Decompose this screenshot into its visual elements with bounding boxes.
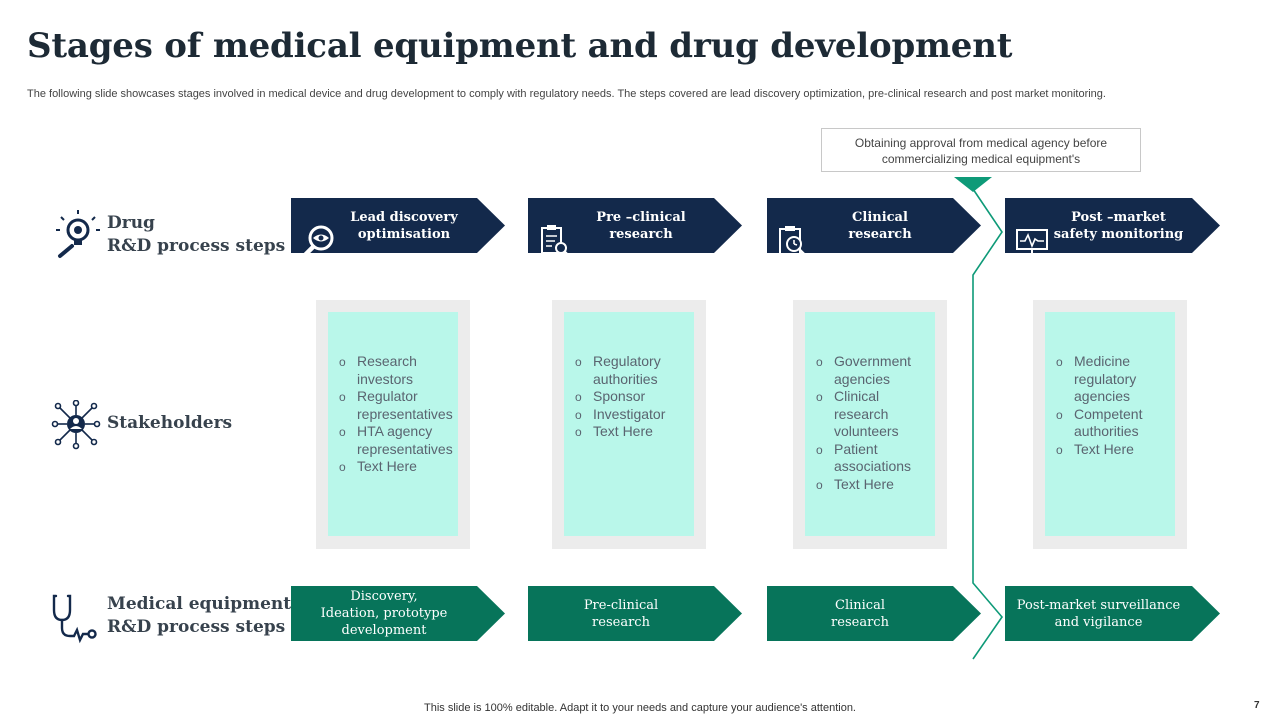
callout-pointer bbox=[954, 177, 992, 192]
list-item: HTA agency representatives bbox=[339, 423, 469, 458]
approval-divider-line bbox=[972, 188, 1004, 660]
slide-title: Stages of medical equipment and drug dev… bbox=[27, 26, 1013, 66]
slide-footer: This slide is 100% editable. Adapt it to… bbox=[424, 702, 856, 714]
list-item: Sponsor bbox=[575, 388, 690, 406]
list-item: Clinical research volunteers bbox=[816, 388, 931, 441]
medical-step-discovery: Discovery, Ideation, prototype developme… bbox=[291, 586, 505, 641]
drug-step-label: Post –market safety monitoring bbox=[1053, 209, 1184, 242]
medical-step-pre-clinical: Pre-clinical research bbox=[528, 586, 742, 641]
drug-step-label: Pre –clinical research bbox=[596, 209, 686, 242]
drug-step-label: Clinical research bbox=[848, 209, 912, 242]
stethoscope-icon bbox=[48, 592, 100, 644]
drug-step-label: Lead discovery optimisation bbox=[350, 209, 458, 242]
list-item: Text Here bbox=[1056, 441, 1171, 459]
network-people-icon bbox=[50, 400, 102, 452]
list-item: Competent authorities bbox=[1056, 406, 1171, 441]
list-item: Text Here bbox=[339, 458, 469, 476]
slide-subtitle: The following slide showcases stages inv… bbox=[27, 88, 1106, 100]
drug-step-post-market: Post –market safety monitoring bbox=[1005, 198, 1220, 253]
approval-callout: Obtaining approval from medical agency b… bbox=[821, 128, 1141, 172]
list-item: Regulator representatives bbox=[339, 388, 469, 423]
medical-step-post-market: Post-market surveillance and vigilance bbox=[1005, 586, 1220, 641]
page-number: 7 bbox=[1254, 700, 1260, 711]
list-item: Patient associations bbox=[816, 441, 931, 476]
drug-step-clinical: Clinical research bbox=[767, 198, 981, 253]
stakeholder-list: Government agencies Clinical research vo… bbox=[816, 353, 931, 493]
list-item: Medicine regulatory agencies bbox=[1056, 353, 1171, 406]
list-item: Regulatory authorities bbox=[575, 353, 690, 388]
stakeholders-row-label: Stakeholders bbox=[107, 413, 233, 433]
medical-step-label: Post-market surveillance and vigilance bbox=[1016, 597, 1181, 630]
list-item: Government agencies bbox=[816, 353, 931, 388]
list-item: Text Here bbox=[575, 423, 690, 441]
list-item: Text Here bbox=[816, 476, 931, 494]
medical-row-label: Medical equipment R&D process steps bbox=[107, 594, 292, 637]
lightbulb-search-icon bbox=[52, 208, 104, 260]
list-item: Investigator bbox=[575, 406, 690, 424]
drug-step-pre-clinical: Pre –clinical research bbox=[528, 198, 742, 253]
drug-step-lead-discovery: Lead discovery optimisation bbox=[291, 198, 505, 253]
medical-step-clinical: Clinical research bbox=[767, 586, 981, 641]
medical-step-label: Discovery, Ideation, prototype developme… bbox=[320, 589, 448, 638]
drug-row-label: Drug R&D process steps bbox=[107, 213, 286, 256]
medical-step-label: Clinical research bbox=[831, 597, 889, 630]
medical-step-label: Pre-clinical research bbox=[583, 597, 659, 630]
magnifier-eye-icon bbox=[299, 206, 337, 244]
stakeholder-list: Medicine regulatory agencies Competent a… bbox=[1056, 353, 1171, 458]
list-item: Research investors bbox=[339, 353, 469, 388]
stakeholder-list: Regulatory authorities Sponsor Investiga… bbox=[575, 353, 690, 441]
stakeholder-list: Research investors Regulator representat… bbox=[339, 353, 469, 476]
